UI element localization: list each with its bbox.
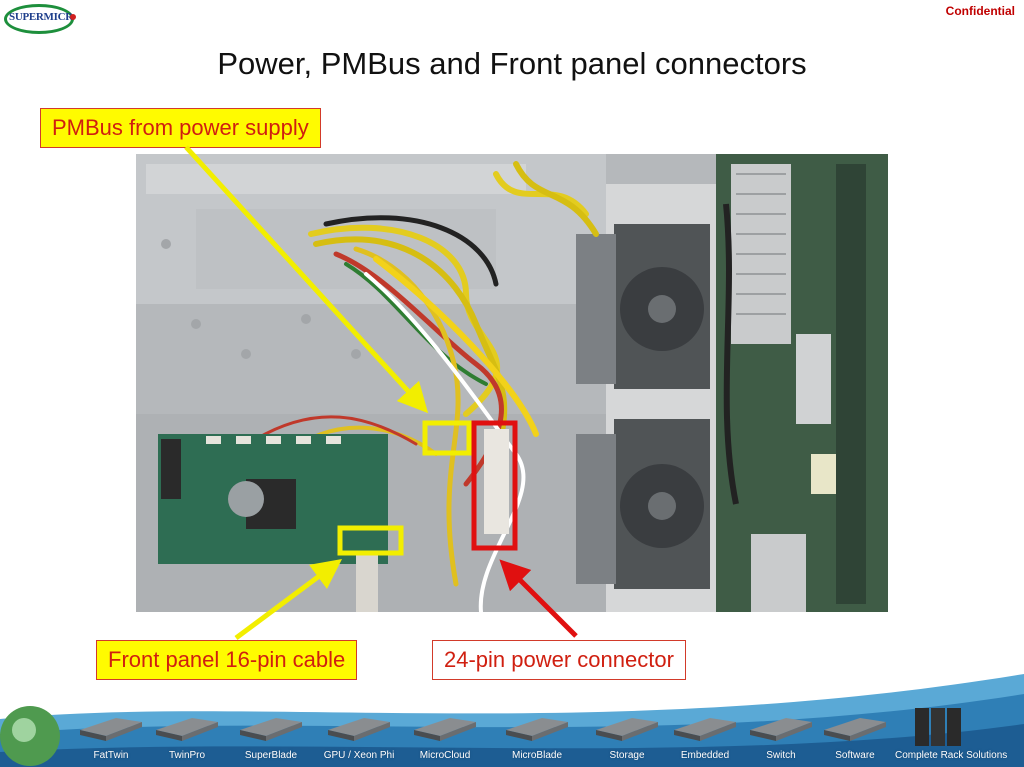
gpu-server-icon xyxy=(324,708,394,742)
product-item[interactable]: Complete Rack Solutions xyxy=(895,700,1008,766)
product-item[interactable]: GPU / Xeon Phi xyxy=(318,700,400,766)
logo-oval-icon xyxy=(4,4,74,34)
product-item[interactable]: TwinPro xyxy=(146,700,228,766)
server-chassis-photo xyxy=(136,154,888,612)
server-rack-icon xyxy=(901,708,971,746)
product-label: Embedded xyxy=(680,750,730,761)
product-label: Switch xyxy=(766,750,796,761)
microcloud-icon xyxy=(410,708,480,742)
supermicro-logo: SUPERMICR xyxy=(0,0,80,40)
pmbus-callout-label: PMBus from power supply xyxy=(40,108,321,148)
product-item[interactable]: MicroCloud xyxy=(404,700,486,766)
slide-title: Power, PMBus and Front panel connectors xyxy=(217,46,807,81)
product-item[interactable]: MicroBlade xyxy=(496,700,578,766)
product-label: Complete Rack Solutions xyxy=(895,750,1008,761)
confidential-label: Confidential xyxy=(945,4,1015,18)
product-label: Software xyxy=(835,750,875,761)
product-item[interactable]: Embedded xyxy=(664,700,746,766)
product-label: MicroCloud xyxy=(419,750,471,761)
network-switch-icon xyxy=(746,708,816,742)
product-item[interactable]: Storage xyxy=(586,700,668,766)
blade-enclosure-icon xyxy=(236,708,306,742)
product-label: MicroBlade xyxy=(511,750,563,761)
storage-server-icon xyxy=(592,708,662,742)
server-1u-icon xyxy=(76,708,146,742)
product-label: Storage xyxy=(609,750,645,761)
logo-text: SUPERMICR xyxy=(9,11,73,23)
microblade-icon xyxy=(502,708,572,742)
embedded-board-icon xyxy=(670,708,740,742)
product-label: FatTwin xyxy=(93,750,129,761)
software-screens-icon xyxy=(820,708,890,742)
power-connector-callout-label: 24-pin power connector xyxy=(432,640,686,680)
product-item[interactable]: SuperBlade xyxy=(230,700,312,766)
server-2node-icon xyxy=(152,708,222,742)
product-label: SuperBlade xyxy=(244,750,298,761)
product-item[interactable]: FatTwin xyxy=(70,700,152,766)
product-label: TwinPro xyxy=(168,750,206,761)
product-item[interactable]: Software xyxy=(814,700,896,766)
logo-dot-icon xyxy=(70,14,76,20)
front-panel-callout-label: Front panel 16-pin cable xyxy=(96,640,358,680)
product-label: GPU / Xeon Phi xyxy=(323,750,395,761)
product-item[interactable]: Switch xyxy=(740,700,822,766)
